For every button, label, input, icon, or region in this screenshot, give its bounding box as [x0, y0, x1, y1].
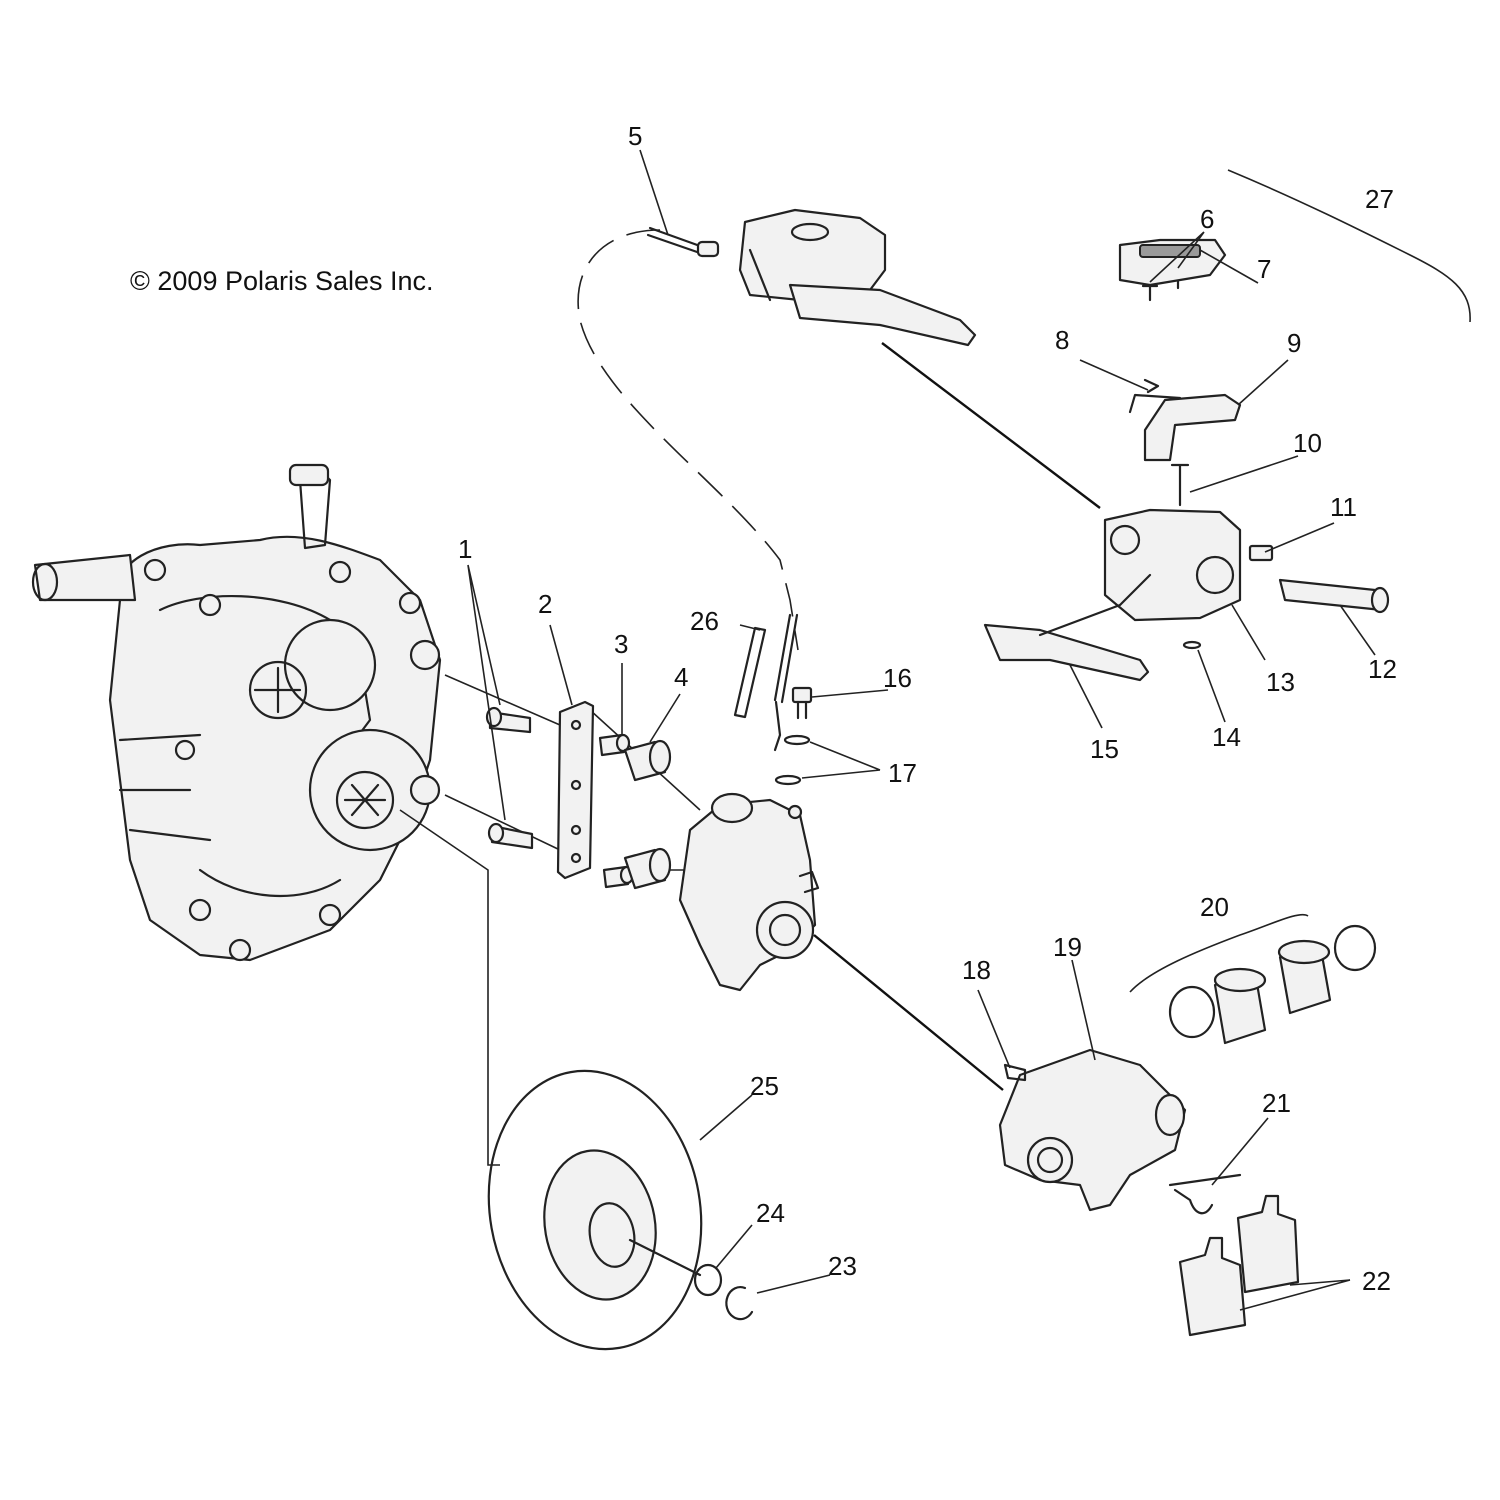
- leader-lines: [467, 149, 1376, 1311]
- callout-17: 17: [888, 758, 917, 788]
- callout-11: 11: [1330, 492, 1357, 522]
- reservoir-cover-icon: [1118, 238, 1227, 287]
- callout-6: 6: [1200, 204, 1214, 234]
- washer-icon: [693, 1263, 723, 1297]
- gearcase-assembly-icon: [31, 463, 442, 962]
- callout-labels: 1 2 3 4 5 6 7 8 9 10 11 12 13 14 15 16 1…: [458, 121, 1397, 1296]
- piston-seal-icon: [1168, 924, 1377, 1039]
- o-ring-icon: [1182, 640, 1202, 650]
- snap-ring-icon: [725, 1286, 754, 1321]
- callout-10: 10: [1293, 428, 1322, 458]
- assembly-axis-line: [813, 934, 1004, 1091]
- callout-5: 5: [628, 121, 642, 151]
- assembly-axis-line: [881, 342, 1101, 509]
- brake-caliper-icon: [678, 792, 820, 992]
- group-brace: [1227, 169, 1471, 323]
- switch-icon: [1248, 544, 1274, 562]
- mounting-plate-icon: [556, 700, 595, 880]
- callout-19: 19: [1053, 932, 1082, 962]
- callout-2: 2: [538, 589, 552, 619]
- callout-12: 12: [1368, 654, 1397, 684]
- callout-7: 7: [1257, 254, 1271, 284]
- master-cylinder-icon: [1103, 508, 1242, 622]
- retaining-pin-icon: [1168, 1173, 1242, 1215]
- callout-21: 21: [1262, 1088, 1291, 1118]
- callout-9: 9: [1287, 328, 1301, 358]
- callout-18: 18: [962, 955, 991, 985]
- brake-caliper-icon: [998, 1048, 1187, 1212]
- bushing-icon: [623, 739, 672, 890]
- piston-icon: [1278, 578, 1390, 614]
- callout-13: 13: [1266, 667, 1295, 697]
- callout-1: 1: [458, 534, 472, 564]
- callout-3: 3: [614, 629, 628, 659]
- group-brace: [1129, 913, 1309, 993]
- callout-4: 4: [674, 662, 688, 692]
- assembly-axis-line: [399, 674, 561, 1166]
- brake-hose-icon: [646, 226, 720, 258]
- sealing-washer-icon: [774, 734, 811, 786]
- callout-15: 15: [1090, 734, 1119, 764]
- lever-bracket-icon: [1143, 393, 1242, 462]
- bolt-icon: [485, 706, 534, 850]
- brake-tube-icon: [733, 613, 799, 752]
- master-cylinder-icon: [738, 208, 977, 347]
- brake-lever-icon: [983, 573, 1152, 682]
- callout-22: 22: [1362, 1266, 1391, 1296]
- callout-8: 8: [1055, 325, 1069, 355]
- callout-25: 25: [750, 1071, 779, 1101]
- brake-disc-icon: [487, 1069, 703, 1351]
- callout-26: 26: [690, 606, 719, 636]
- spring-clip-icon: [1128, 378, 1182, 414]
- pivot-pin-icon: [1170, 463, 1190, 507]
- callout-16: 16: [883, 663, 912, 693]
- copyright-text: © 2009 Polaris Sales Inc.: [130, 266, 434, 296]
- brake-line-dashed: [577, 229, 799, 651]
- banjo-bolt-icon: [791, 686, 813, 720]
- callout-24: 24: [756, 1198, 785, 1228]
- brake-pad-icon: [1178, 1194, 1300, 1337]
- piston-icon: [1213, 939, 1332, 1045]
- callout-27: 27: [1365, 184, 1394, 214]
- callout-20: 20: [1200, 892, 1229, 922]
- callout-23: 23: [828, 1251, 857, 1281]
- callout-14: 14: [1212, 722, 1241, 752]
